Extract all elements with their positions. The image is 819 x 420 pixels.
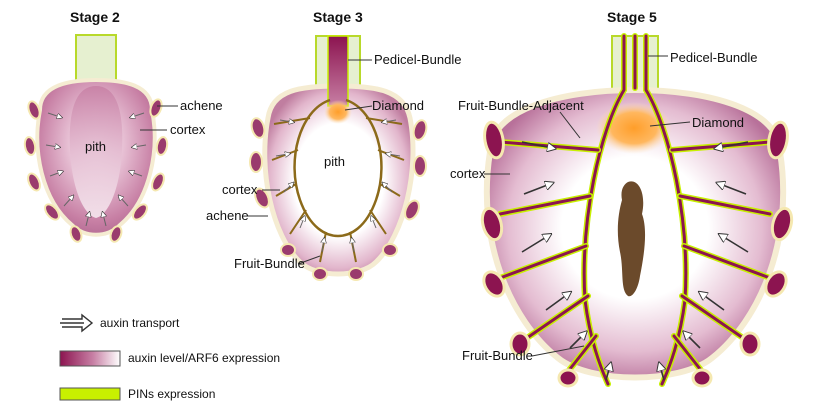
legend: auxin transport auxin level/ARF6 express… [59, 313, 280, 401]
stage-5-fruit-bundle-adjacent-label: Fruit-Bundle-Adjacent [458, 98, 584, 113]
stage-5-pedicel-bundle-label: Pedicel-Bundle [670, 50, 757, 65]
legend-pins-expression-label: PINs expression [128, 387, 215, 401]
stage-2-cortex-label: cortex [170, 122, 206, 137]
stage-2-fruit [23, 34, 178, 243]
stage-3-title: Stage 3 [313, 9, 363, 25]
legend-auxin-level-label: auxin level/ARF6 expression [128, 351, 280, 365]
stage-5-fruit-bundle-label: Fruit-Bundle [462, 348, 533, 363]
stage-5-pith-cavity [617, 181, 646, 297]
stage-5-auxin-arrows [521, 141, 749, 381]
stage-2-pith [69, 86, 123, 218]
stage-5-pedicel-bundles [581, 33, 689, 387]
stage-3-pedicel-bundle-label: Pedicel-Bundle [374, 52, 461, 67]
stage-3-pedicel-bundle [327, 35, 349, 107]
stage-5-achenes [480, 120, 794, 388]
stage-3-fruit [248, 35, 428, 281]
stage-5-fruit [480, 33, 794, 388]
stage-3-pith-label: pith [324, 154, 345, 169]
hollow-arrow-icon [60, 313, 94, 333]
stage-2-auxin-arrows [45, 112, 147, 227]
stage-2-pedicel [75, 34, 117, 83]
stage-5-diamond-label: Diamond [692, 115, 744, 130]
stage-3-achenes [249, 117, 428, 281]
stage-2-achene-label: achene [180, 98, 223, 113]
stage-3-vascular-ring [293, 98, 383, 238]
gradient-bar-icon [59, 350, 121, 367]
stage-3-achene-label: achene [206, 208, 249, 223]
stage-3-diamond [324, 100, 352, 124]
stage-3-fruit-bundle-label: Fruit-Bundle [234, 256, 305, 271]
stage-5-cortex-label: cortex [450, 166, 486, 181]
stage-5-title: Stage 5 [607, 9, 657, 25]
stage-3-diamond-label: Diamond [372, 98, 424, 113]
stage-3-auxin-arrows [275, 120, 401, 253]
legend-auxin-transport-label: auxin transport [100, 316, 180, 330]
green-bar-icon [59, 387, 121, 401]
stage-3-cortex-label: cortex [222, 182, 258, 197]
stage-2-title: Stage 2 [70, 9, 120, 25]
stage-2-pith-label: pith [85, 139, 106, 154]
stage-2-achenes [23, 98, 169, 243]
